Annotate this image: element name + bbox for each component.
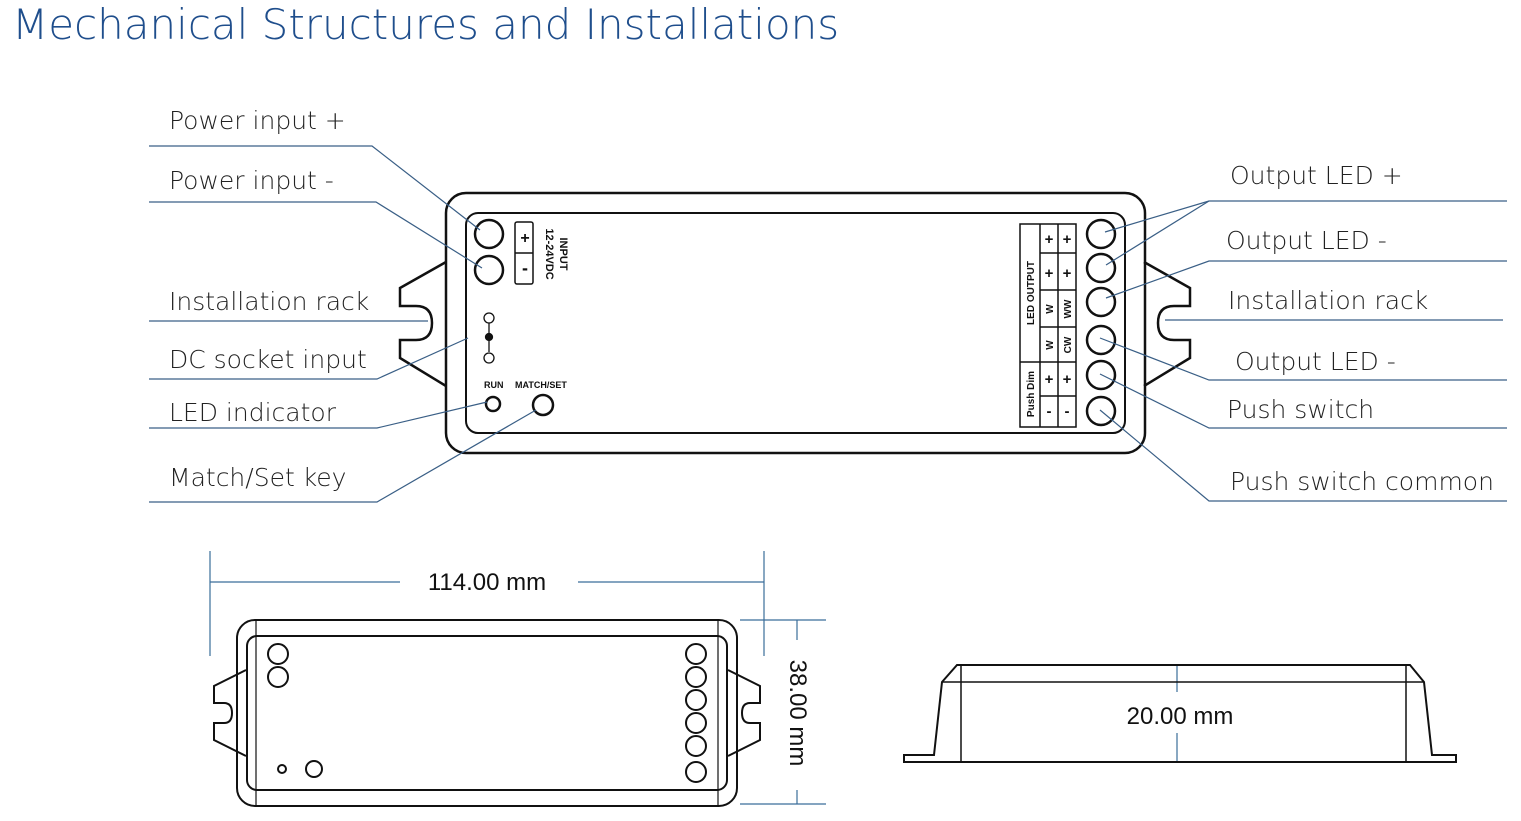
label-output-led-plus: Output LED +: [1230, 161, 1403, 190]
leader-push-switch: [1099, 373, 1507, 429]
dimension-top-view: [213, 619, 761, 807]
dc-socket-symbol: [483, 312, 495, 364]
label-power-input-minus: Power input -: [169, 166, 334, 195]
push-dim-label: Push Dim: [1026, 371, 1037, 417]
leader-match-set-key: [149, 409, 537, 503]
leader-power-input-minus: [149, 201, 483, 269]
dimension-height: 20.00 mm: [1127, 703, 1234, 730]
device-labels: + - INPUT 12-24VDC RUN MATCH/SET LED OUT…: [484, 228, 1074, 420]
installation-rack-left-ear: [398, 260, 447, 388]
device-inner-panel: [465, 212, 1126, 434]
output-terminal-1: [1085, 218, 1117, 250]
leader-push-switch-common: [1099, 409, 1507, 502]
label-output-led-minus-1: Output LED -: [1226, 226, 1387, 255]
terminal-label: +: [1063, 265, 1072, 282]
label-match-set-key: Match/Set key: [169, 463, 346, 492]
terminal-label: +: [1063, 371, 1072, 388]
label-installation-rack-left: Installation rack: [169, 287, 369, 316]
leader-output-led-minus-1: [1105, 260, 1507, 299]
terminal-label: +: [1063, 231, 1072, 248]
run-label: RUN: [484, 380, 504, 390]
leader-led-indicator: [149, 401, 488, 429]
output-terminal-2: [1085, 252, 1117, 284]
input-plus-sign: +: [520, 230, 529, 247]
right-labels: Output LED + Output LED - Installation r…: [1226, 161, 1494, 496]
match-set-key: [531, 393, 555, 417]
run-led-indicator: [484, 395, 502, 413]
output-terminal-table: [1019, 223, 1077, 428]
input-terminal-minus: [473, 254, 505, 286]
right-callouts: [1099, 200, 1507, 502]
label-led-indicator: LED indicator: [169, 398, 337, 427]
terminal-label: +: [1045, 265, 1054, 282]
device-outer-shell: [444, 191, 1147, 455]
label-installation-rack-right: Installation rack: [1228, 286, 1428, 315]
output-terminal-5: [1085, 359, 1117, 391]
output-terminal-4: [1085, 324, 1117, 356]
input-voltage-label: 12-24VDC: [543, 228, 555, 279]
page-title: Mechanical Structures and Installations: [12, 0, 840, 49]
terminal-label: +: [1045, 231, 1054, 248]
terminal-label: -: [1065, 403, 1070, 420]
input-terminal-plus: [473, 218, 505, 250]
dimension-length: 114.00 mm: [428, 569, 546, 596]
label-push-switch: Push switch: [1227, 395, 1374, 424]
terminal-label: -: [1047, 403, 1052, 420]
leader-output-led-minus-2: [1099, 337, 1507, 381]
terminal-label: CW: [1063, 336, 1074, 353]
led-output-label: LED OUTPUT: [1026, 261, 1037, 325]
dimension-side-view: [903, 664, 1457, 763]
dimension-width: 38.00 mm: [784, 660, 811, 767]
leader-dc-socket-input: [149, 337, 469, 380]
label-push-switch-common: Push switch common: [1230, 467, 1494, 496]
terminal-label: WW: [1063, 299, 1074, 318]
left-labels: Power input + Power input - Installation…: [169, 106, 369, 492]
match-set-label: MATCH/SET: [515, 380, 567, 390]
dimension-lines: [209, 551, 1178, 805]
left-callouts: [149, 145, 537, 503]
label-output-led-minus-2: Output LED -: [1235, 347, 1396, 376]
device-top-view: [398, 191, 1192, 455]
terminal-label: W: [1045, 340, 1056, 350]
leader-power-input-plus: [149, 145, 481, 231]
input-minus-sign: -: [522, 258, 528, 278]
installation-rack-right-ear: [1143, 260, 1192, 388]
input-label: INPUT: [557, 238, 569, 271]
output-terminal-3: [1085, 286, 1117, 318]
terminal-label: +: [1045, 371, 1054, 388]
label-power-input-plus: Power input +: [169, 106, 346, 135]
leader-output-led-plus-b: [1105, 200, 1210, 266]
output-terminal-6: [1085, 395, 1117, 427]
terminal-label: W: [1045, 304, 1056, 314]
label-dc-socket-input: DC socket input: [169, 345, 367, 374]
